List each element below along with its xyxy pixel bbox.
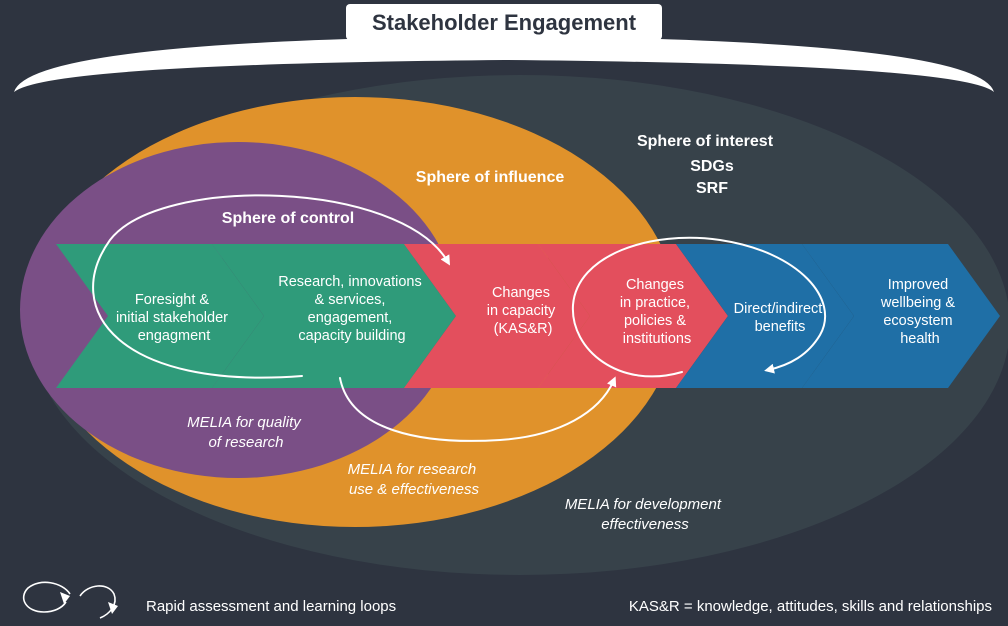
arrow-text-changes-practice: Changes in practice, policies & institut… <box>620 277 694 347</box>
loop-arrow-interest <box>571 236 826 378</box>
legend-kasr-definition: KAS&R = knowledge, attitudes, skills and… <box>629 598 992 615</box>
research-line-2: & services, <box>315 292 386 308</box>
loop-arrow-influence <box>339 376 617 442</box>
melia-development-line-1: MELIA for development <box>565 496 722 513</box>
arrow-changes-practice <box>538 244 728 388</box>
research-line-4: capacity building <box>298 328 405 344</box>
melia-development: MELIA for development effectiveness <box>565 496 725 533</box>
arrow-text-improved-wellbeing: Improved wellbeing & ecosystem health <box>880 277 959 347</box>
melia-development-line-2: effectiveness <box>601 516 689 533</box>
arrow-changes-capacity <box>404 244 590 388</box>
banner-arc <box>14 36 994 92</box>
wellbeing-line-4: health <box>900 331 940 347</box>
practice-line-3: policies & <box>624 313 686 329</box>
banner-title-box <box>346 4 662 40</box>
foresight-line-2: initial stakeholder <box>116 310 228 326</box>
banner-title: Stakeholder Engagement <box>372 10 637 35</box>
wellbeing-line-1: Improved <box>888 277 948 293</box>
practice-line-4: institutions <box>623 331 692 347</box>
melia-use: MELIA for research use & effectiveness <box>348 461 481 498</box>
melia-quality-line-1: MELIA for quality <box>187 414 302 431</box>
foresight-line-1: Foresight & <box>135 292 209 308</box>
loop-arrow-control <box>92 194 451 379</box>
arrow-research <box>212 244 456 388</box>
circular-arrows-icon <box>22 581 118 619</box>
practice-line-1: Changes <box>626 277 684 293</box>
sphere-of-interest-sdgs: SDGs <box>690 158 734 175</box>
sphere-of-interest-label: Sphere of interest <box>637 133 774 150</box>
wellbeing-line-3: ecosystem <box>883 313 952 329</box>
benefits-line-1: Direct/indirect <box>734 301 823 317</box>
arrow-text-direct-benefits: Direct/indirect benefits <box>734 301 827 335</box>
practice-line-2: in practice, <box>620 295 690 311</box>
sphere-of-interest-srf: SRF <box>696 180 728 197</box>
capacity-line-2: in capacity <box>487 303 556 319</box>
melia-quality: MELIA for quality of research <box>187 414 305 451</box>
arrow-foresight <box>56 244 264 388</box>
foresight-line-3: engagment <box>138 328 211 344</box>
research-line-1: Research, innovations <box>278 274 421 290</box>
melia-quality-line-2: of research <box>208 434 283 451</box>
melia-use-line-2: use & effectiveness <box>349 481 480 498</box>
legend-loops-label: Rapid assessment and learning loops <box>146 598 396 615</box>
arrow-text-research: Research, innovations & services, engage… <box>278 274 426 344</box>
benefits-line-2: benefits <box>755 319 806 335</box>
research-line-3: engagement, <box>308 310 393 326</box>
melia-use-line-1: MELIA for research <box>348 461 477 478</box>
capacity-line-3: (KAS&R) <box>494 321 553 337</box>
arrow-text-foresight: Foresight & initial stakeholder engagmen… <box>116 292 232 344</box>
sphere-of-control-label: Sphere of control <box>222 210 354 227</box>
sphere-of-influence-label: Sphere of influence <box>416 169 565 186</box>
wellbeing-line-2: wellbeing & <box>880 295 955 311</box>
capacity-line-1: Changes <box>492 285 550 301</box>
arrow-improved-wellbeing <box>802 244 1000 388</box>
arrow-text-changes-capacity: Changes in capacity (KAS&R) <box>487 285 560 337</box>
